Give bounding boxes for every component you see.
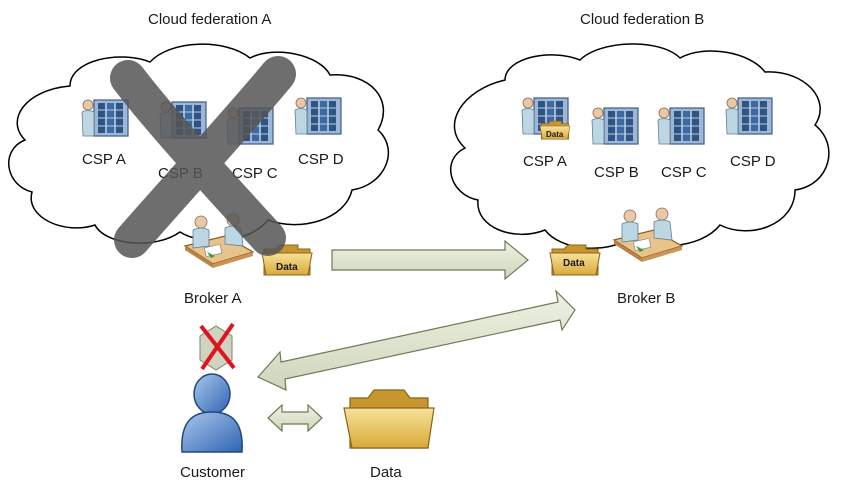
customer-label: Customer: [180, 464, 245, 481]
fed-b-csp-c-label: CSP C: [661, 164, 707, 181]
broker-a-to-b-arrow: [331, 239, 529, 281]
federation-a-title: Cloud federation A: [148, 11, 271, 28]
failed-federation-cross-icon: [110, 56, 296, 258]
fed-a-csp-a-label: CSP A: [82, 151, 126, 168]
broker-b-folder-tag: Data: [563, 258, 585, 269]
broker-b-label: Broker B: [617, 290, 675, 307]
fed-a-csp-d-label: CSP D: [298, 151, 344, 168]
broker-a-certificate-icon: [199, 322, 236, 371]
fed-b-csp-c-icon: [657, 107, 705, 145]
data-label: Data: [370, 464, 402, 481]
fed-b-csp-b-icon: [591, 107, 639, 145]
fed-b-csp-a-data-tag: Data: [546, 130, 564, 139]
cloud-federation-b: [449, 43, 830, 249]
fed-a-csp-c-label: CSP C: [232, 165, 278, 182]
fed-b-csp-d-icon: [725, 97, 773, 135]
customer-user-icon: [181, 373, 243, 453]
customer-data-arrow: [267, 403, 323, 433]
federation-b-title: Cloud federation B: [580, 11, 704, 28]
fed-b-csp-b-label: CSP B: [594, 164, 639, 181]
fed-b-csp-a-label: CSP A: [523, 153, 567, 170]
broker-b-to-customer-arrow: [257, 289, 576, 391]
data-folder-icon: [343, 389, 435, 449]
broker-a-folder-tag: Data: [276, 262, 298, 273]
fed-b-csp-d-label: CSP D: [730, 153, 776, 170]
csp-a-d-icon: [294, 97, 342, 135]
broker-a-label: Broker A: [184, 290, 242, 307]
csp-a-a-icon: [81, 99, 129, 137]
